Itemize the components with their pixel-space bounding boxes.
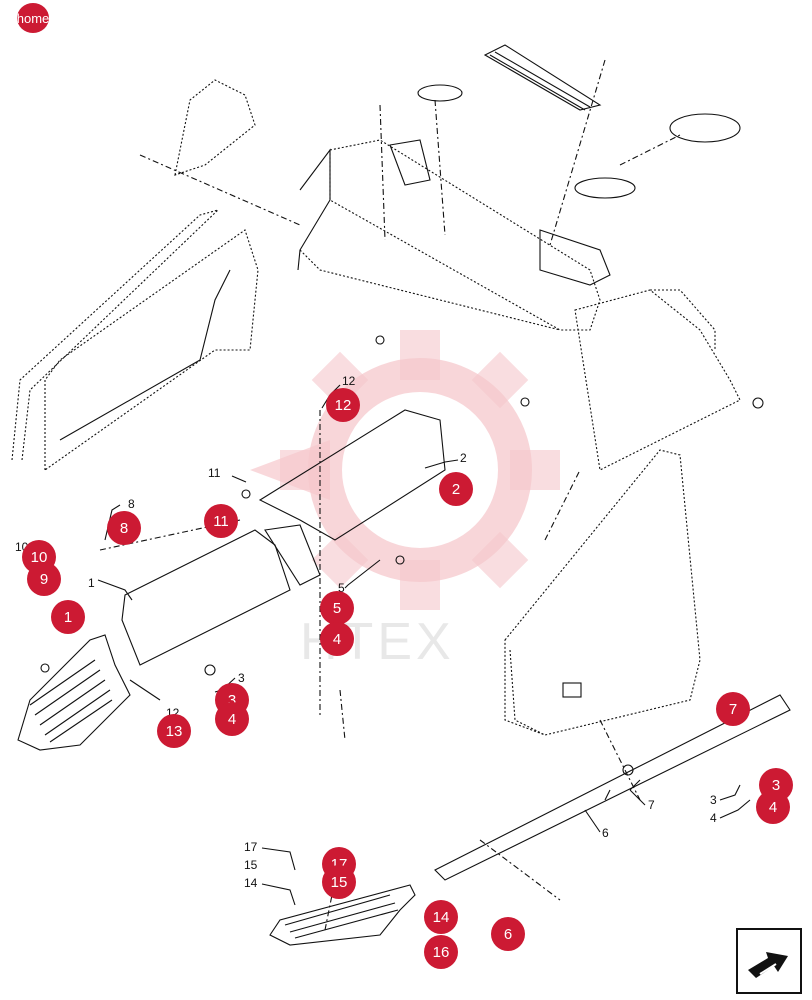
callout-9[interactable]: 9 [27,562,61,596]
callout-4[interactable]: 4 [756,790,790,824]
callout-1[interactable]: 1 [51,600,85,634]
ref-number: 6 [602,826,609,840]
ref-number: 5 [338,581,345,595]
callout-13[interactable]: 13 [157,714,191,748]
callout-12[interactable]: 12 [326,388,360,422]
callout-16[interactable]: 16 [424,935,458,969]
ref-number: 2 [460,451,467,465]
callout-11[interactable]: 11 [204,504,238,538]
arrow-icon [748,952,788,978]
ref-number: 12 [342,374,356,388]
ref-number: 14 [244,876,258,890]
callout-8[interactable]: 8 [107,511,141,545]
callout-4[interactable]: 4 [215,702,249,736]
ref-number: 3 [710,793,717,807]
home-button[interactable]: home [17,3,49,33]
ref-number: 17 [244,840,258,854]
callout-15[interactable]: 15 [322,865,356,899]
ref-number: 7 [648,798,655,812]
callout-6[interactable]: 6 [491,917,525,951]
callout-14[interactable]: 14 [424,900,458,934]
ref-number: 11 [208,466,221,480]
ref-number: 1 [88,576,95,590]
callout-7[interactable]: 7 [716,692,750,726]
callout-4[interactable]: 4 [320,622,354,656]
home-label: home [17,10,49,26]
next-page-button[interactable] [736,928,802,994]
ref-number: 8 [128,497,135,511]
callout-2[interactable]: 2 [439,472,473,506]
ref-number: 4 [710,811,717,825]
ref-number: 3 [238,671,245,685]
callout-5[interactable]: 5 [320,591,354,625]
ref-number: 15 [244,858,258,872]
